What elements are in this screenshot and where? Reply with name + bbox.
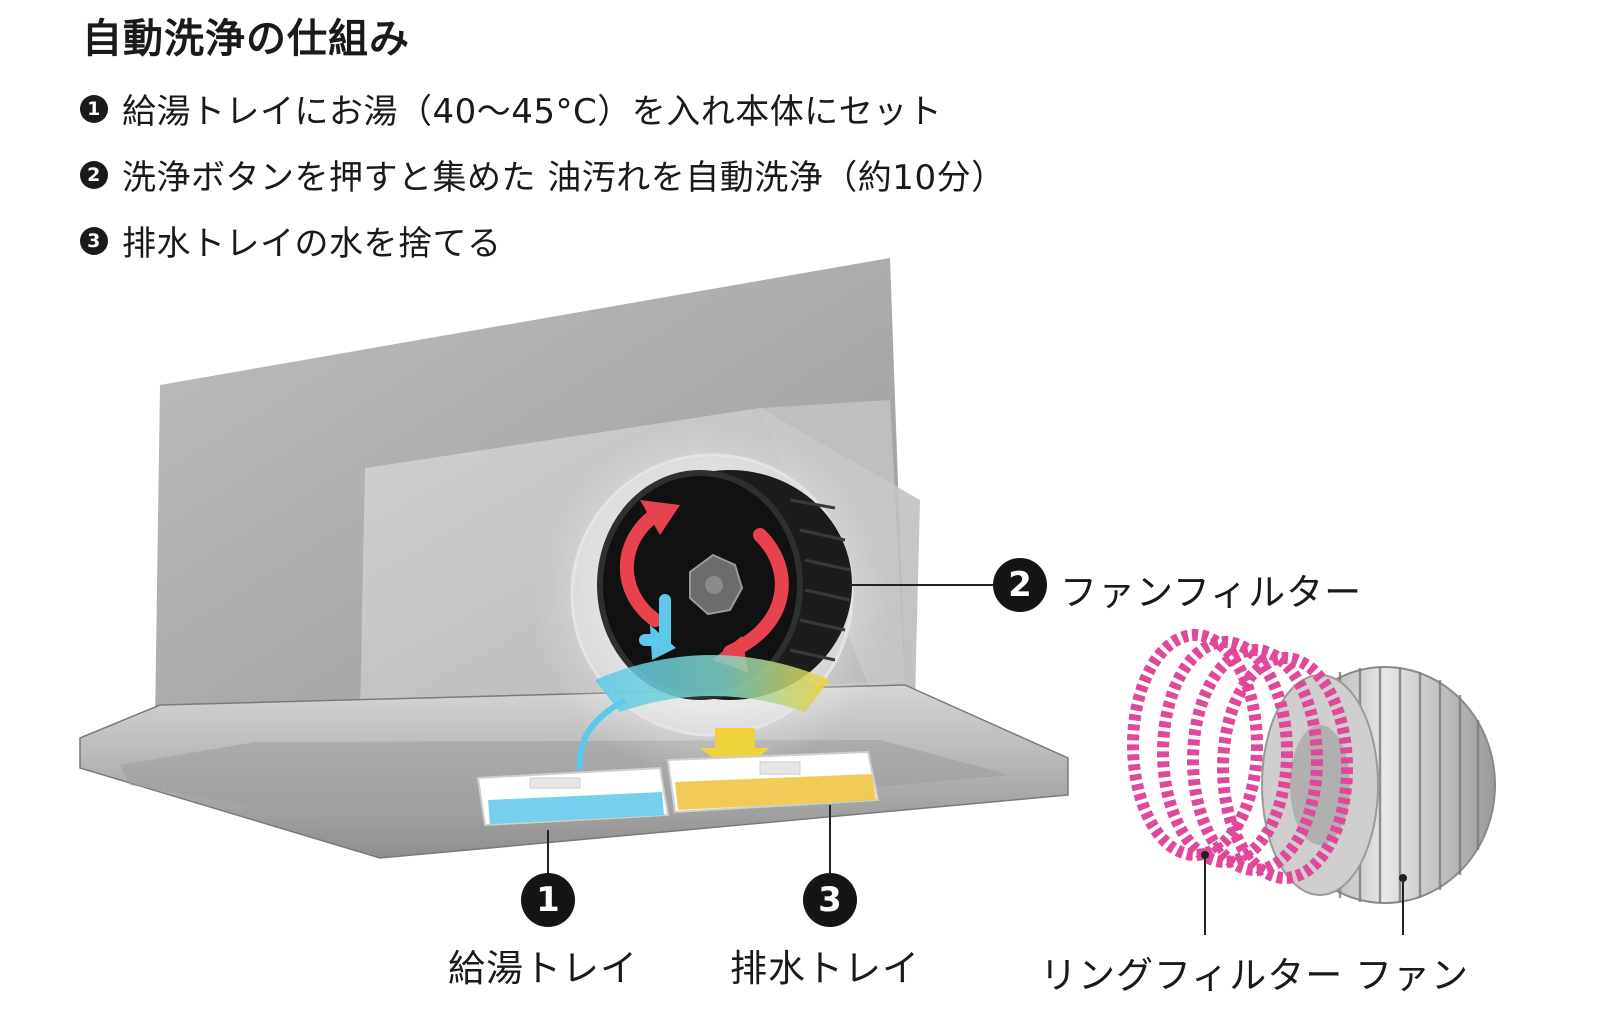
rotation-arrow-left [619,508,662,627]
supply-tray-label: 給湯トレイ [448,947,638,990]
water-arrow-head [650,625,676,660]
step-3-text: 排水トレイの水を捨てる [122,224,502,264]
step-2-text: 洗浄ボタンを押すと集めた 油汚れを自動洗浄（約10分） [122,158,1006,198]
callout-1-badge: 1 [521,873,575,927]
drain-tray-label: 排水トレイ [730,947,920,990]
step-2: 2 洗浄ボタンを押すと集めた 油汚れを自動洗浄（約10分） [80,150,1006,199]
rotation-arrow-left-head [640,500,680,535]
fan-filter-label: ファンフィルター [1060,571,1363,614]
ring-filter-label: リングフィルター [1040,954,1344,997]
drain-arrow [700,728,770,775]
ring-filter-graphic [1127,629,1353,884]
rotation-arrow-right [723,528,789,659]
fan-knob [689,553,744,616]
step-1: 1 給湯トレイにお湯（40〜45°C）を入れ本体にセット [80,84,942,133]
step-2-number: 2 [80,160,108,189]
ring-filter-marker [1201,851,1209,859]
drain-tray-graphic [666,750,880,814]
wash-sweep-band [595,655,830,712]
step-3: 3 排水トレイの水を捨てる [80,216,502,265]
fan-graphic [1261,666,1496,904]
page-title: 自動洗浄の仕組み [82,16,410,62]
supply-pipe [576,697,627,771]
supply-tray-graphic [476,766,670,827]
fan-label: ファン [1355,954,1469,997]
callout-3-badge: 3 [803,873,857,927]
step-1-text: 給湯トレイにお湯（40〜45°C）を入れ本体にセット [122,92,943,132]
step-1-number: 1 [80,94,108,123]
fan-filter-slats [789,498,851,662]
step-3-number: 3 [80,226,108,255]
callout-2-badge: 2 [993,558,1047,612]
